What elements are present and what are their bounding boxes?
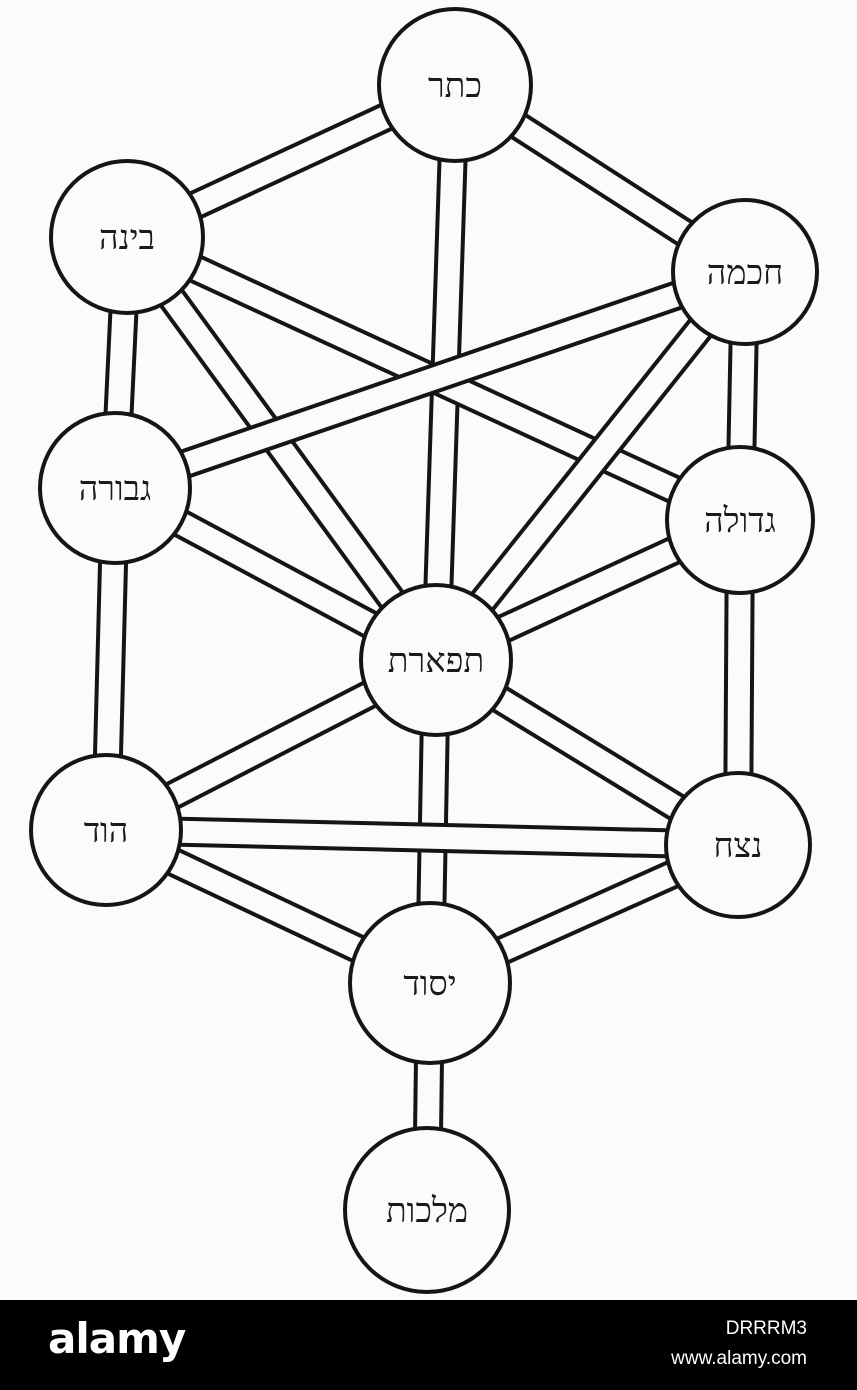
node-label-chokhmah: חכמה — [707, 253, 783, 293]
node-label-gedulah: גדולה — [704, 501, 776, 541]
node-keter: כתר — [377, 7, 533, 163]
node-binah: בינה — [49, 159, 205, 315]
node-label-netzach: נצח — [714, 826, 763, 866]
node-label-yesod: יסוד — [403, 964, 456, 1004]
diagram-area: כתר בינה חכמה גבורה גדולה תפארת הוד נצח יסוד מלכו… — [29, 7, 819, 1294]
path-hod-netzach — [105, 815, 739, 860]
node-hod: הוד — [29, 753, 183, 907]
alamy-logo: alamy — [48, 1314, 186, 1363]
node-chokhmah: חכמה — [671, 198, 819, 346]
node-label-gevurah: גבורה — [79, 469, 152, 509]
path-chokhmah-gevurah — [110, 257, 750, 503]
node-yesod: יסוד — [348, 901, 512, 1065]
site-url: www.alamy.com — [671, 1348, 807, 1369]
node-label-keter: כתר — [428, 66, 482, 106]
watermark-footer: alamy DRRRM3 www.alamy.com — [0, 1300, 857, 1390]
node-label-binah: בינה — [99, 218, 155, 258]
image-id: DRRRM3 — [725, 1318, 807, 1339]
node-label-hod: הוד — [84, 811, 129, 851]
path-chokhmah-tiferet — [424, 262, 757, 670]
node-label-tiferet: תפארת — [388, 641, 484, 681]
sefirot-nodes: כתר בינה חכמה גבורה גדולה תפארת הוד נצח יסוד מלכו… — [29, 7, 819, 1294]
node-malkhut: מלכות — [343, 1126, 511, 1294]
node-label-malkhut: מלכות — [386, 1191, 468, 1231]
node-gevurah: גבורה — [38, 411, 192, 565]
tree-of-life-diagram: כתר בינה חכמה גבורה גדולה תפארת הוד נצח יסוד מלכו… — [29, 7, 819, 1294]
node-netzach: נצח — [664, 771, 812, 919]
node-tiferet: תפארת — [359, 583, 513, 737]
path-binah-tiferet — [114, 228, 449, 669]
node-gedulah: גדולה — [665, 445, 815, 595]
